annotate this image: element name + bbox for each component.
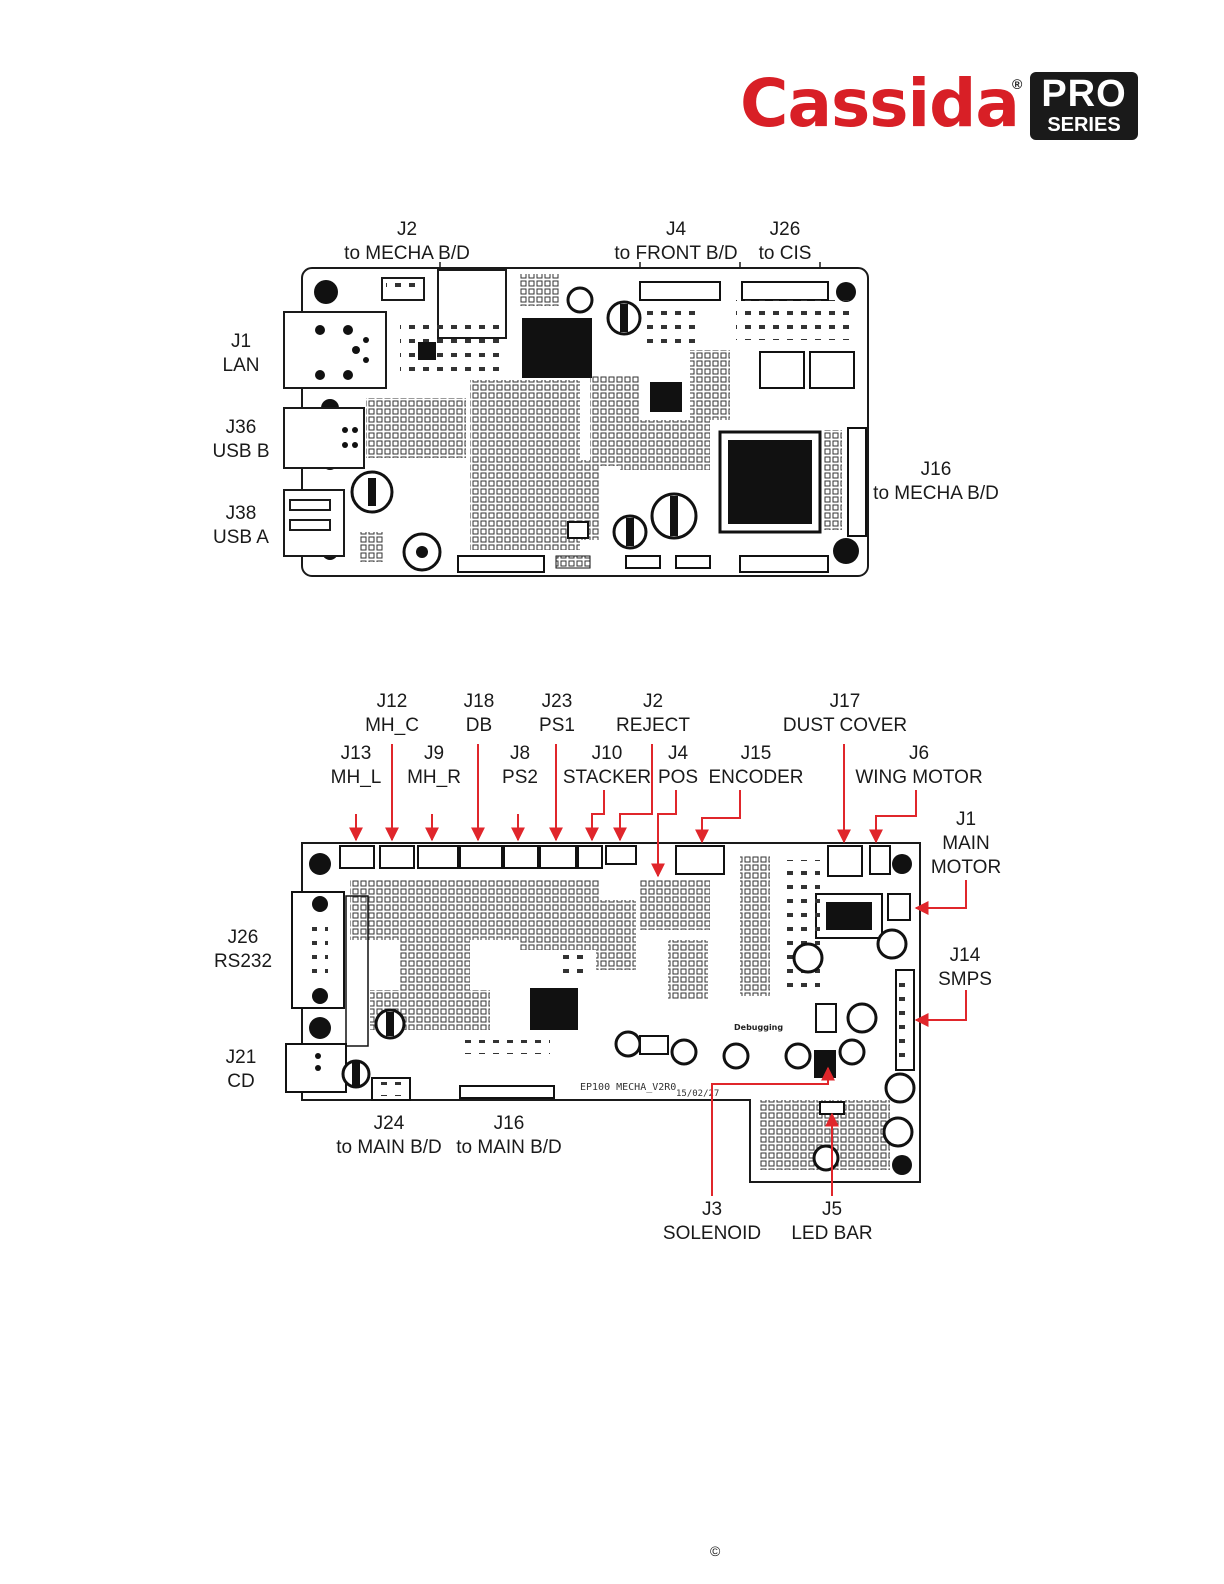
pro-series-badge: PRO SERIES	[1030, 72, 1138, 140]
registered-mark: ®	[1012, 76, 1023, 92]
arrow-j15	[695, 790, 741, 844]
arrow-j6	[869, 790, 917, 844]
arrow-j10	[585, 790, 605, 842]
arrow-j14	[914, 990, 967, 1027]
connector-arrows	[349, 744, 967, 1196]
arrow-j4	[651, 790, 677, 878]
brand-wordmark: Cassida	[740, 65, 1020, 142]
copyright-symbol: ©	[710, 1543, 721, 1559]
silkscreen-label: EP100 MECHA_V2R0	[580, 1082, 676, 1093]
cassida-logo: Cassida ® PRO SERIES	[740, 65, 1140, 144]
arrow-j2	[613, 744, 653, 842]
debugging-label: Debugging	[734, 1023, 783, 1032]
mecha-board	[285, 842, 921, 1183]
main-board	[283, 267, 869, 577]
silkscreen-date: 15/02/27	[676, 1089, 719, 1099]
arrow-j1	[914, 880, 967, 915]
main-board-leaders	[439, 262, 821, 268]
arrow-j3	[711, 1066, 835, 1196]
